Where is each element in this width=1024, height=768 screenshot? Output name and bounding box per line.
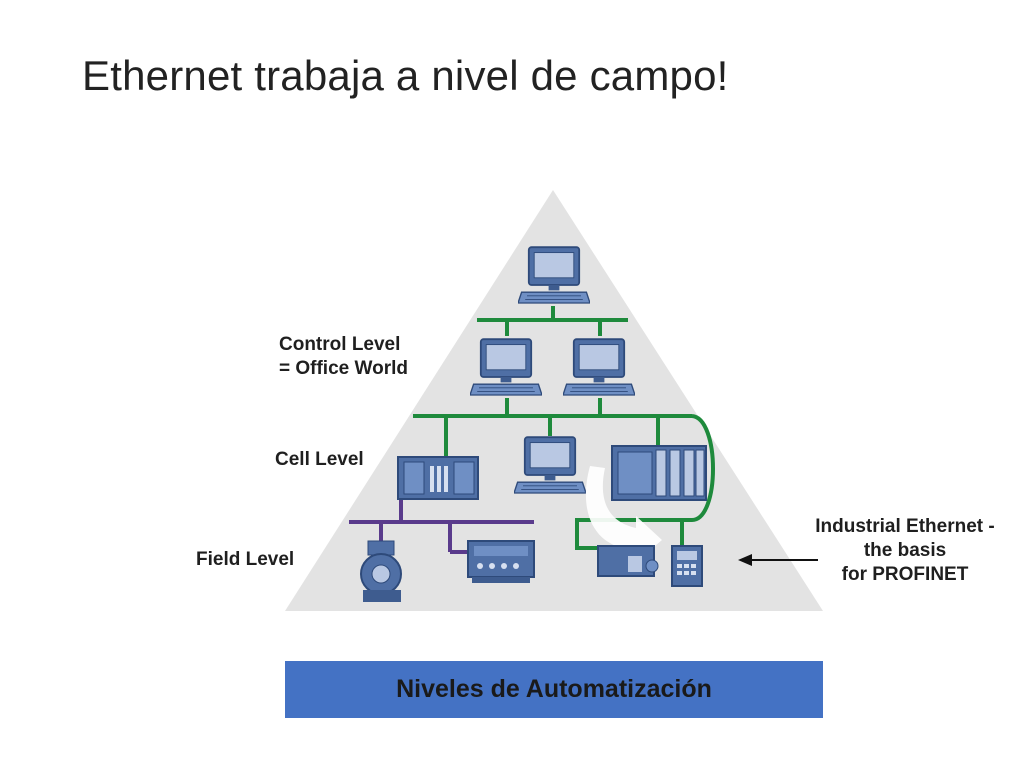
io-module-icon [467,540,535,583]
computer-monitor-icon-right [563,338,635,396]
control-level-line1: Control Level [279,334,401,355]
computer-monitor-icon-left [470,338,542,396]
slide-title: Ethernet trabaja a nivel de campo! [82,52,729,99]
callout-line3: for PROFINET [841,564,969,585]
computer-monitor-icon-cell [514,436,586,494]
curved-arrow-icon [585,466,662,562]
callout-line2: the basis [863,540,947,561]
industrial-ethernet-callout: Industrial Ethernet - the basis for PROF… [790,515,1020,587]
field-level-label: Field Level [196,549,295,570]
ethernet-lines [413,306,715,550]
operator-panel-icon [671,545,703,587]
drive-icon [597,545,659,577]
caption-band: Niveles de Automatización [285,661,823,718]
caption-text: Niveles de Automatización [396,675,712,703]
control-level-line2: = Office World [279,358,408,379]
computer-monitor-icon-top [518,246,590,304]
control-level-label: Control Level = Office World [279,333,408,381]
pyramid-background [285,190,823,611]
callout-line1: Industrial Ethernet - [815,516,995,537]
fieldbus-lines [349,498,534,554]
callout-arrow [738,554,818,566]
motor-icon [360,540,402,602]
cell-level-label: Cell Level [275,449,364,470]
plc-rack-icon-left [397,456,479,500]
plc-rack-icon-right [611,445,707,501]
